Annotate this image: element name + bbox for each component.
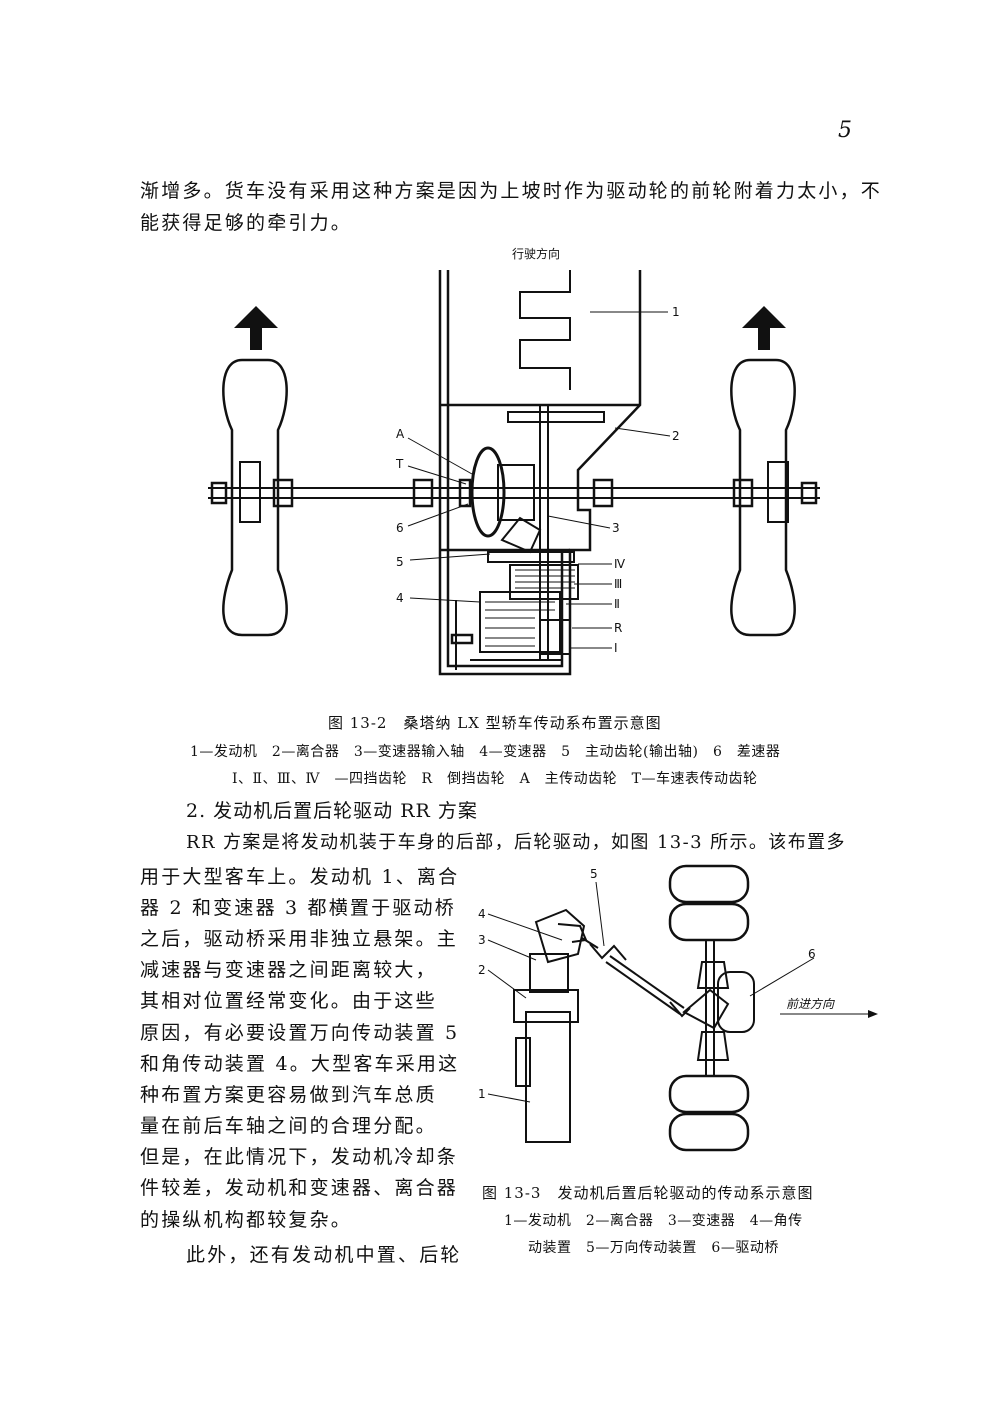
forward-direction-arrow-icon: [868, 1010, 878, 1018]
body-line-4: 减速器与变速器之间距离较大，: [140, 959, 437, 981]
section-heading: 2. 发动机后置后轮驱动 RR 方案: [186, 800, 478, 822]
figure-13-3-legend-2: 动装置 5—万向传动装置 6—驱动桥: [528, 1240, 779, 1256]
body-last-line: 此外，还有发动机中置、后轮: [186, 1244, 462, 1266]
fig2-label-4: 4: [478, 907, 486, 921]
figure-13-3-caption: 图 13-3 发动机后置后轮驱动的传动系示意图: [482, 1184, 814, 1202]
figure-13-2-legend-2: Ⅰ、Ⅱ、Ⅲ、Ⅳ —四挡齿轮 R 倒挡齿轮 A 主传动齿轮 T—车速表传动齿轮: [232, 771, 758, 787]
body-line-5: 其相对位置经常变化。由于这些: [140, 990, 437, 1012]
body-line-9: 量在前后车轴之间的合理分配。: [140, 1115, 437, 1137]
fig2-label-2: 2: [478, 963, 486, 977]
body-line-10: 但是，在此情况下，发动机冷却条: [140, 1146, 459, 1168]
section-first-line: RR 方案是将发动机装于车身的后部，后轮驱动，如图 13-3 所示。该布置多: [186, 832, 846, 853]
figure-13-3-diagram: 4 3 2 1 5 6 前进方向: [478, 864, 878, 1152]
body-outline: [438, 270, 642, 676]
left-forward-arrow-icon: [234, 306, 278, 350]
label-4: 4: [396, 591, 404, 605]
label-I: Ⅰ: [614, 641, 618, 655]
wheel-top-left: [668, 864, 750, 904]
body-line-1: 用于大型客车上。发动机 1、离合: [140, 866, 460, 888]
direction-label: 行驶方向: [512, 246, 560, 261]
label-T: T: [395, 457, 404, 471]
wheel-bottom-right: [668, 1112, 750, 1152]
label-6: 6: [396, 521, 404, 535]
fig2-label-3: 3: [478, 933, 486, 947]
wheel-bottom-left: [668, 1074, 750, 1114]
right-forward-arrow-icon: [742, 306, 786, 350]
body-line-2: 器 2 和变速器 3 都横置于驱动桥: [140, 897, 456, 919]
fig2-label-6: 6: [808, 947, 816, 961]
label-R: R: [614, 621, 622, 635]
page-number: 5: [838, 118, 852, 143]
label-3: 3: [612, 521, 620, 535]
label-2: 2: [672, 429, 680, 443]
fig2-label-1: 1: [478, 1087, 486, 1101]
figure-13-2-diagram: 行驶方向 1 2 A T 6 3 5 4 Ⅳ Ⅲ Ⅱ R Ⅰ: [208, 246, 820, 676]
body-line-3: 之后，驱动桥采用非独立悬架。主: [140, 928, 459, 950]
label-IV: Ⅳ: [614, 557, 625, 571]
figure-13-2-caption: 图 13-2 桑塔纳 LX 型轿车传动系布置示意图: [328, 714, 662, 732]
body-line-11: 件较差，发动机和变速器、离合器: [140, 1177, 459, 1199]
label-III: Ⅲ: [614, 577, 622, 591]
intro-line-2: 能获得足够的牵引力。: [140, 212, 353, 234]
label-II: Ⅱ: [614, 597, 620, 611]
figure-13-2-legend-1: 1—发动机 2—离合器 3—变速器输入轴 4—变速器 5 主动齿轮(输出轴) 6…: [190, 744, 781, 760]
fig2-label-5: 5: [590, 867, 598, 881]
right-wheel: [730, 358, 796, 637]
forward-direction-label: 前进方向: [786, 997, 835, 1011]
left-wheel: [222, 358, 288, 637]
intro-line-1: 渐增多。货车没有采用这种方案是因为上坡时作为驱动轮的前轮附着力太小，不: [140, 180, 883, 202]
figure-13-3-legend-1: 1—发动机 2—离合器 3—变速器 4—角传: [504, 1213, 803, 1229]
body-line-8: 种布置方案更容易做到汽车总质: [140, 1084, 437, 1106]
body-line-12: 的操纵机构都较复杂。: [140, 1209, 353, 1231]
label-1: 1: [672, 305, 680, 319]
body-line-6: 原因，有必要设置万向传动装置 5: [140, 1022, 460, 1044]
label-5: 5: [396, 555, 404, 569]
label-A: A: [396, 427, 405, 441]
wheel-top-right: [668, 902, 750, 942]
body-line-7: 和角传动装置 4。大型客车采用这: [140, 1053, 460, 1075]
